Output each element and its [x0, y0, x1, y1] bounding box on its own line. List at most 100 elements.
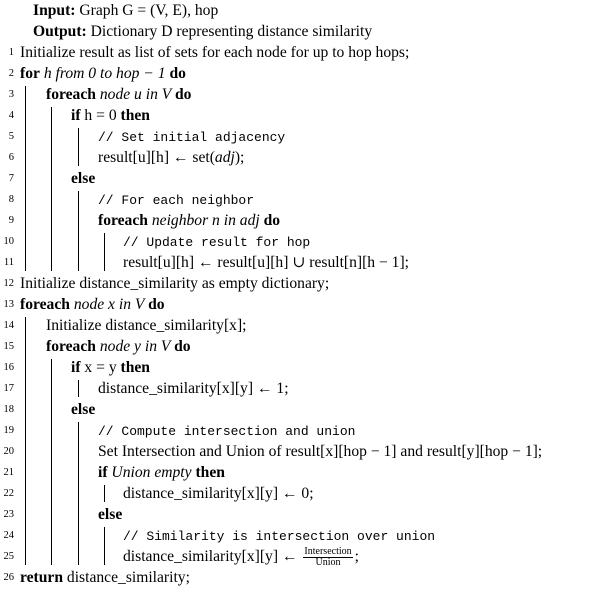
block-bar	[104, 233, 105, 271]
algorithm-line: 8// For each neighbor	[0, 189, 616, 210]
text: node u in V	[95, 86, 175, 103]
text: Initialize distance_similarity as empty …	[20, 275, 330, 292]
algorithm-line: 26 return distance_similarity;	[0, 567, 616, 588]
line-content: Initialize result as list of sets for ea…	[20, 42, 409, 63]
text: node x in V	[69, 296, 149, 313]
keyword: else	[71, 170, 96, 187]
algorithm-line: 23 else	[0, 504, 616, 525]
line-content: for h from 0 to hop − 1 do	[20, 63, 186, 84]
algorithm-line: 20 Set Intersection and Union of result[x…	[0, 441, 616, 462]
fraction-denominator: Union	[315, 556, 341, 568]
text: result[u][h] ← result[u][h] ∪ result[n][…	[123, 254, 410, 271]
keyword: if	[71, 107, 81, 124]
line-number: 19	[3, 425, 15, 436]
line-content: return distance_similarity;	[20, 567, 190, 588]
block-bar	[78, 422, 79, 565]
line-number: 2	[8, 68, 14, 79]
text: Set Intersection and Union of result[x][…	[98, 443, 543, 460]
line-content: Initialize distance_similarity[x];	[46, 315, 247, 336]
text: Initialize result as list of sets for ea…	[20, 44, 410, 61]
text: Union empty	[107, 464, 196, 481]
fraction-numerator: Intersection	[303, 545, 353, 558]
algorithm-line: 24 // Similarity is intersection over uni…	[0, 525, 616, 546]
line-content: distance_similarity[x][y] ← 0;	[123, 483, 314, 504]
line-number: 17	[3, 383, 15, 394]
keyword: do	[169, 65, 186, 82]
line-number: 24	[3, 530, 15, 541]
line-content: // Compute intersection and union	[98, 420, 355, 442]
text: distance_similarity[x][y] ←	[123, 548, 302, 565]
keyword: do	[174, 86, 192, 103]
line-number: 21	[3, 467, 15, 478]
text: result[u][h] ← set(	[98, 149, 215, 166]
comment: // Update result for hop	[123, 235, 311, 250]
line-content: else	[71, 399, 95, 420]
keyword: else	[71, 401, 96, 418]
comment: // For each neighbor	[98, 193, 255, 208]
text: distance_similarity[x][y] ← 1;	[98, 380, 289, 397]
block-bar	[25, 86, 26, 271]
line-content: else	[98, 504, 122, 525]
keyword: do	[148, 296, 165, 313]
line-content: if h = 0 then	[71, 105, 150, 126]
line-content: if x = y then	[71, 357, 150, 378]
algorithm-line: 10// Update result for hop	[0, 231, 616, 252]
line-number: 18	[3, 404, 15, 415]
line-number: 6	[8, 152, 14, 163]
block-bar	[51, 107, 52, 271]
algorithm-line: 12 Initialize distance_similarity as empt…	[0, 273, 616, 294]
text: h = 0	[80, 107, 121, 124]
line-number: 23	[3, 509, 15, 520]
keyword: do	[263, 212, 281, 229]
line-number: 26	[3, 572, 15, 583]
line-number: 22	[3, 488, 15, 499]
keyword: then	[120, 107, 150, 124]
line-content: foreach node x in V do	[20, 294, 165, 315]
keyword: if	[71, 359, 81, 376]
comment: // Similarity is intersection over union	[123, 529, 436, 544]
text: h from 0 to hop − 1	[39, 65, 170, 82]
line-number: 13	[3, 299, 15, 310]
text: neighbor n in adj	[147, 212, 264, 229]
line-content: foreach neighbor n in adj do	[98, 210, 280, 231]
keyword: foreach	[20, 296, 70, 313]
line-number: 12	[3, 278, 15, 289]
line-content: if Union empty then	[98, 462, 225, 483]
keyword: foreach	[98, 212, 148, 229]
comment: // Compute intersection and union	[98, 424, 356, 439]
keyword: do	[174, 338, 191, 355]
text: distance_similarity[x][y] ← 0;	[123, 485, 314, 502]
keyword: then	[195, 464, 225, 481]
text: x = y	[80, 359, 121, 376]
keyword: then	[120, 359, 150, 376]
line-content: Initialize distance_similarity as empty …	[20, 273, 329, 294]
keyword: foreach	[46, 338, 96, 355]
block-bar	[78, 191, 79, 271]
line-number: 15	[3, 341, 15, 352]
algorithm-line: 13 foreach node x in V do	[0, 294, 616, 315]
text: adj	[214, 149, 235, 166]
line-number: 5	[8, 131, 14, 142]
line-number: 20	[3, 446, 15, 457]
output-line: Output: Dictionary D representing distan…	[33, 21, 372, 42]
block-bar	[78, 128, 79, 166]
block-bar	[104, 485, 105, 502]
text: distance_similarity;	[63, 569, 190, 586]
line-content: distance_similarity[x][y] ← Intersection…	[123, 546, 359, 568]
line-content: result[u][h] ← result[u][h] ∪ result[n][…	[123, 252, 409, 273]
line-content: foreach node y in V do	[46, 336, 191, 357]
text: node y in V	[95, 338, 175, 355]
line-number: 3	[8, 89, 14, 100]
text: ;	[354, 548, 359, 565]
line-content: else	[71, 168, 95, 189]
line-content: // Set initial adjacency	[98, 126, 285, 148]
line-number: 9	[8, 215, 14, 226]
text: Initialize distance_similarity[x];	[46, 317, 247, 334]
